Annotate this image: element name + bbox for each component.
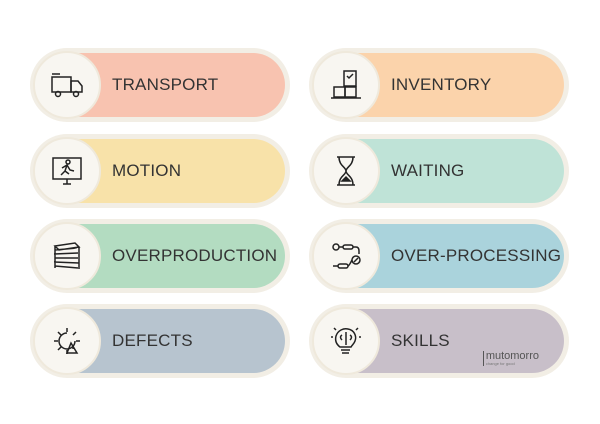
item-motion: MOTION	[30, 134, 290, 208]
item-label: OVERPRODUCTION	[112, 246, 278, 265]
bar	[70, 53, 285, 117]
item-waiting: WAITING	[309, 134, 569, 208]
bar	[349, 309, 564, 373]
running-person-screen-icon	[33, 137, 101, 205]
item-label: INVENTORY	[391, 75, 492, 94]
item-label: DEFECTS	[112, 331, 193, 350]
bar	[349, 53, 564, 117]
bar	[349, 139, 564, 203]
item-label: MOTION	[112, 161, 182, 180]
truck-icon	[33, 51, 101, 119]
broken-gear-icon	[33, 307, 101, 375]
item-label: OVER-PROCESSING	[391, 246, 562, 265]
logo-tagline: change for good	[485, 361, 515, 366]
item-inventory: INVENTORY	[309, 48, 569, 122]
logo-name: mutomorro	[485, 350, 539, 362]
item-overproduction: OVERPRODUCTION	[30, 219, 290, 293]
hourglass-icon	[312, 137, 380, 205]
item-defects: DEFECTS	[30, 304, 290, 378]
item-label: WAITING	[391, 161, 465, 180]
bar	[70, 309, 285, 373]
item-label: TRANSPORT	[112, 75, 219, 94]
bar	[349, 224, 564, 288]
item-label: SKILLS	[391, 331, 450, 350]
bar	[70, 139, 285, 203]
bar	[70, 224, 285, 288]
item-transport: TRANSPORT	[30, 48, 290, 122]
process-flow-icon	[312, 222, 380, 290]
inventory-boxes-icon	[312, 51, 380, 119]
item-over-processing: OVER-PROCESSING	[309, 219, 569, 293]
lightbulb-brain-icon	[312, 307, 380, 375]
paper-stack-icon	[33, 222, 101, 290]
